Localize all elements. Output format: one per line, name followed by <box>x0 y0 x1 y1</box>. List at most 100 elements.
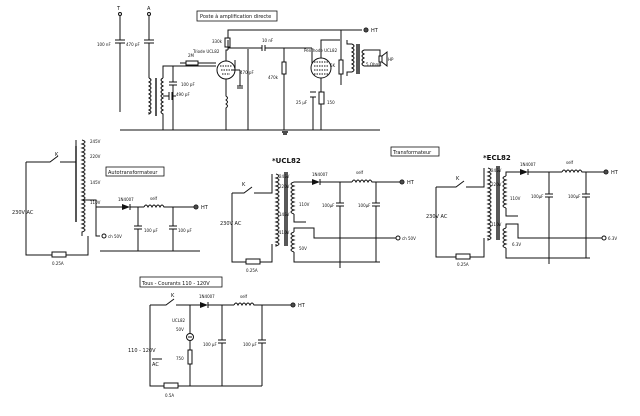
resistor-470k <box>281 61 287 75</box>
label-c2-auto: 100 µF <box>178 228 192 233</box>
all-current-supply: Tous - Courants 110 - 120V K 0.5A 110 - … <box>128 276 306 398</box>
resistor-150 <box>318 91 325 105</box>
label-out63-ecl: 6.3V <box>608 236 617 241</box>
title-auto-box <box>105 166 165 177</box>
label-r750-tous: 750 <box>176 356 184 361</box>
label-r2m: 2M <box>188 53 195 58</box>
transformer-ucl82-supply: Transformateur *UCL82 K 0.25A 230V AC 24… <box>220 146 440 273</box>
label-c2-transfo: 100µF <box>358 203 371 208</box>
label-c100nf: 100 nF <box>97 42 111 47</box>
title-direct: Poste à amplification directe <box>200 13 271 20</box>
label-145v-transfo: 145V <box>279 212 290 217</box>
label-r5k: 5K <box>330 63 336 68</box>
label-k-transfo: K <box>242 182 246 188</box>
label-63v-ecl: 6.3V <box>512 242 521 247</box>
label-c2-ecl: 100µF <box>568 194 581 199</box>
label-fuse-tous: 0.5A <box>165 393 174 398</box>
label-ht-ecl: HT <box>611 170 619 176</box>
label-c2-tous: 100 µF <box>243 342 257 347</box>
label-A: A <box>147 6 151 12</box>
label-c470pf2: 470 pF <box>240 70 254 75</box>
label-fuse-ecl: 0.25A <box>457 262 469 267</box>
title-transfo: Transformateur <box>392 150 432 156</box>
label-110v-ecl-a: 110V <box>491 222 502 227</box>
label-ht-top: HT <box>371 28 379 34</box>
label-c100pf: 100 pF <box>181 82 195 87</box>
label-c1-tous: 100 µF <box>203 342 217 347</box>
label-ch-transfo: ch 50V <box>402 236 416 241</box>
direct-amplification-circuit: Poste à amplification directe T A 100 nF… <box>97 6 394 135</box>
label-c1-transfo: 100µF <box>322 203 335 208</box>
label-ucl82-tous: UCL82 <box>172 318 185 323</box>
label-ch-auto: ch 50V <box>108 234 122 239</box>
label-self-ecl: self <box>566 160 574 165</box>
label-self-transfo: self <box>356 170 364 175</box>
label-r330k: 330k <box>212 39 223 44</box>
label-mains-auto: 230V AC <box>12 210 34 216</box>
terminal-ch50v-transfo <box>395 235 401 241</box>
terminal-63v-ecl <box>601 235 607 241</box>
label-ht-auto: HT <box>201 205 209 211</box>
label-k-ecl: K <box>456 176 460 182</box>
pentode-tube <box>310 57 332 79</box>
diode-transfo <box>312 179 320 185</box>
label-diode-transfo: 1N4007 <box>312 172 328 177</box>
label-diode-auto: 1N4007 <box>118 197 134 202</box>
label-50v-tous: 50V <box>176 327 184 332</box>
label-145v-auto: 145V <box>90 180 101 185</box>
transformer-ecl82-supply: *ECL82 K 0.25A 230V AC 245V 220V 110V 11… <box>426 154 619 267</box>
label-220v-ecl: 220V <box>491 182 502 187</box>
label-triode: Triode UCL82 <box>192 49 220 54</box>
resistor-750 <box>187 349 193 365</box>
label-diode-ecl: 1N4007 <box>520 162 536 167</box>
label-ht-transfo: HT <box>407 180 415 186</box>
label-110v-ecl-b: 110V <box>510 196 521 201</box>
label-110v-transfo-b: 110V <box>299 202 310 207</box>
title-transfo-box <box>390 146 440 157</box>
label-mains-transfo: 230V AC <box>220 221 242 227</box>
title-auto: Autotransformateur <box>108 170 158 176</box>
title-tous-box <box>139 276 223 288</box>
label-110v-auto: 110V <box>90 200 101 205</box>
terminal-T <box>118 12 122 16</box>
label-fuse-auto: 0.25A <box>52 261 64 266</box>
label-mains-tous: 110 - 120V <box>128 348 156 354</box>
label-50v-transfo: 50V <box>299 246 307 251</box>
heater-ucl82 <box>186 333 194 341</box>
label-ac-tous: AC <box>152 362 159 368</box>
label-r470k: 470k <box>268 75 279 80</box>
label-diode-tous: 1N4007 <box>199 294 215 299</box>
diode-auto <box>122 204 130 210</box>
label-c25uf: 25 µF <box>296 100 308 105</box>
label-ucl82-transfo: *UCL82 <box>272 157 301 165</box>
autotransformer-supply: Autotransformateur K 0.25A 230V AC 245V … <box>12 139 209 266</box>
label-ecl82: *ECL82 <box>483 154 511 162</box>
title-tous: Tous - Courants 110 - 120V <box>141 281 210 287</box>
label-c1-ecl: 100µF <box>531 194 544 199</box>
resistor-2m <box>185 60 199 66</box>
fuse-transfo <box>245 258 261 265</box>
title-direct-box <box>196 10 278 22</box>
resistor-5k <box>338 59 344 75</box>
label-245v-auto: 245V <box>90 139 101 144</box>
label-220v-transfo: 220V <box>279 184 290 189</box>
label-self-tous: self <box>240 294 248 299</box>
diode-tous <box>200 302 208 308</box>
label-c470pf: 470 pF <box>126 42 140 47</box>
label-fuse-transfo: 0.25A <box>246 268 258 273</box>
diode-ecl <box>520 169 528 175</box>
label-hp: HP <box>388 57 394 62</box>
label-c1-auto: 100 µF <box>144 228 158 233</box>
speaker-hp <box>381 50 388 68</box>
label-245v-transfo: 245V <box>279 174 290 179</box>
label-220v-auto: 220V <box>90 154 101 159</box>
label-r150: 150 <box>327 100 335 105</box>
label-T: T <box>116 6 121 12</box>
label-self-auto: self <box>150 196 158 201</box>
terminal-ch50v-auto <box>101 233 107 239</box>
label-110v-transfo-a: 110V <box>279 230 290 235</box>
label-245v-ecl: 245V <box>491 168 502 173</box>
label-k-tous: K <box>171 293 175 299</box>
label-mains-ecl: 230V AC <box>426 214 448 220</box>
